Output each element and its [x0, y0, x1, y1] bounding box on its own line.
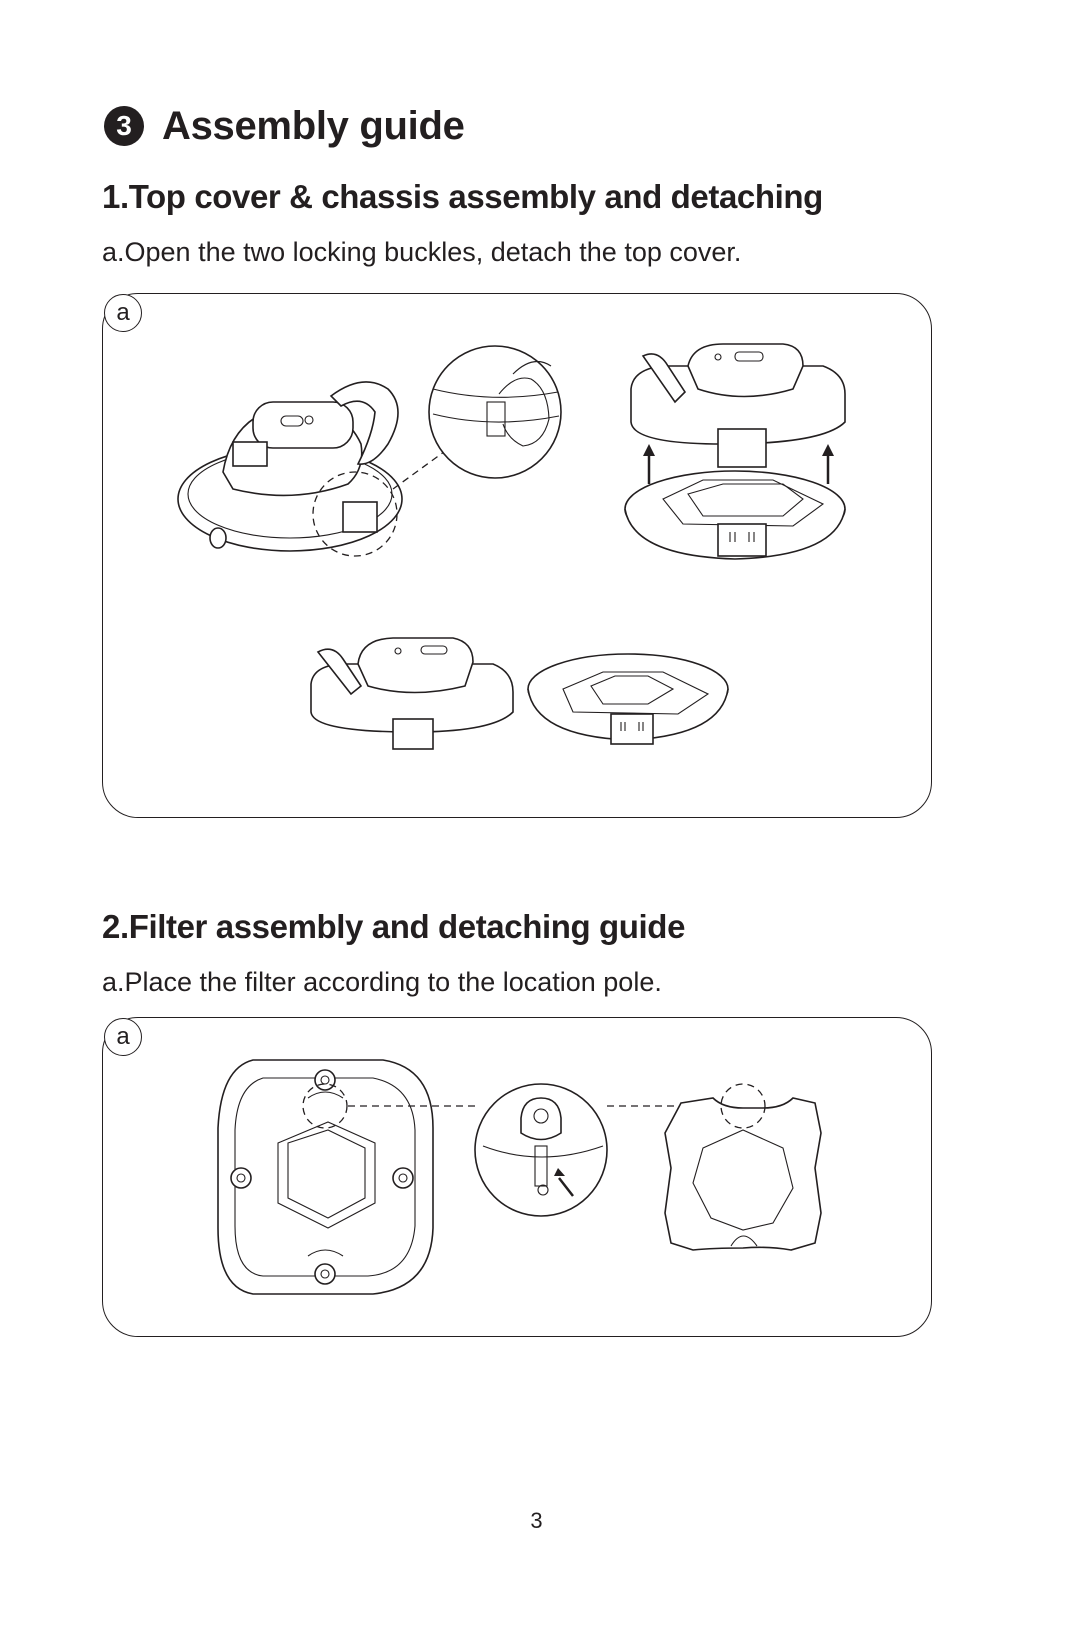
page-number: 3	[530, 1508, 543, 1533]
cover-lift-drawing	[624, 343, 846, 560]
part1-illustration	[177, 343, 846, 750]
section-title: Assembly guide	[162, 103, 465, 148]
chassis-top-view-drawing	[217, 1059, 475, 1295]
cover-and-chassis-separated-drawing	[310, 637, 729, 750]
panel-label-badge: a	[104, 1018, 142, 1056]
part2-illustration	[217, 1059, 822, 1295]
buckle-detail-zoom	[428, 345, 562, 479]
filter-drawing	[607, 1083, 822, 1251]
section-number-badge: 3	[104, 106, 144, 146]
part2-title: 2.Filter assembly and detaching guide	[102, 908, 686, 945]
location-pole-zoom	[474, 1083, 608, 1217]
part1-title: 1.Top cover & chassis assembly and detac…	[102, 178, 823, 215]
panel-label-badge: a	[104, 294, 142, 332]
part2-illustration-panel: a	[102, 1017, 932, 1337]
section-heading: 3 Assembly guide	[104, 100, 465, 152]
part1-illustration-panel: a	[102, 293, 932, 818]
robot-closed-drawing	[177, 381, 449, 557]
part2-step-a-text: a.Place the filter according to the loca…	[102, 967, 662, 997]
part1-step-a-text: a.Open the two locking buckles, detach t…	[102, 237, 742, 267]
